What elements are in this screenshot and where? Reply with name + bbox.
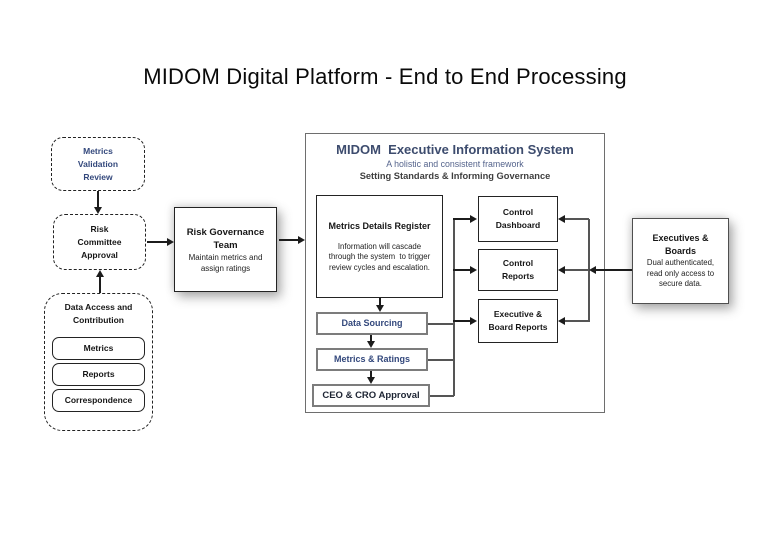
node-executive-board-reports: Executive & Board Reports bbox=[478, 299, 558, 343]
arrow-rca-to-rgt bbox=[147, 241, 168, 243]
arrowhead-left-icon bbox=[589, 266, 596, 274]
node-label-line: Reports bbox=[501, 271, 535, 281]
eis-title: MIDOM Executive Information System bbox=[336, 142, 574, 157]
node-data-sourcing: Data Sourcing bbox=[316, 312, 428, 335]
eis-header: MIDOM Executive Information System A hol… bbox=[306, 141, 604, 183]
arrowhead-right-icon bbox=[470, 215, 477, 223]
group-title-line: Data Access and bbox=[64, 302, 133, 312]
arrowhead-down-icon bbox=[376, 305, 384, 312]
node-label: CEO & CRO Approval bbox=[322, 390, 420, 401]
node-label: Correspondence bbox=[64, 395, 133, 405]
arrowhead-left-icon bbox=[558, 266, 565, 274]
node-body: Information will cascade through the sys… bbox=[328, 241, 431, 272]
branch-bus-to-board-reports bbox=[565, 320, 589, 322]
node-metrics-validation-review: Metrics Validation Review bbox=[51, 137, 145, 191]
node-title-line: Risk Governance bbox=[186, 226, 265, 238]
branch-bus-to-control-dashboard bbox=[565, 218, 589, 220]
arrowhead-down-icon bbox=[367, 377, 375, 384]
node-label: Metrics & Ratings bbox=[333, 354, 411, 364]
arrow-bus-to-control-reports bbox=[453, 269, 472, 271]
eis-tagline: Setting Standards & Informing Governance bbox=[359, 171, 551, 181]
arrow-bus-to-board-reports bbox=[453, 320, 472, 322]
arrowhead-right-icon bbox=[167, 238, 174, 246]
feeder-datasourcing-to-bus bbox=[428, 323, 454, 325]
arrow-executives-to-bus bbox=[596, 269, 632, 271]
node-title-line: Executives & bbox=[652, 233, 709, 244]
feeder-metricsratings-to-bus bbox=[428, 359, 454, 361]
node-label-line: Metrics bbox=[83, 145, 113, 156]
branch-bus-to-control-reports bbox=[565, 269, 589, 271]
arrowhead-right-icon bbox=[298, 236, 305, 244]
arrow-rgt-to-eis bbox=[279, 239, 299, 241]
node-label-line: Executive & bbox=[493, 309, 543, 319]
node-ceo-cro-approval: CEO & CRO Approval bbox=[312, 384, 430, 407]
arrow-mdr-to-datasourcing bbox=[379, 298, 381, 307]
node-label: Metrics bbox=[83, 343, 114, 353]
node-control-reports: Control Reports bbox=[478, 249, 558, 291]
node-reports: Reports bbox=[52, 363, 145, 386]
node-executives-boards: Executives & Boards Dual authenticated, … bbox=[632, 218, 729, 304]
node-title-line: Boards bbox=[664, 246, 696, 257]
arrow-dac-to-rca bbox=[99, 274, 101, 293]
arrowhead-right-icon bbox=[470, 317, 477, 325]
node-label-line: Board Reports bbox=[488, 322, 548, 332]
arrow-metricsratings-to-ceo bbox=[370, 371, 372, 379]
node-label-line: Risk bbox=[90, 223, 109, 234]
node-label-line: Committee bbox=[77, 236, 122, 247]
node-title-line: Team bbox=[213, 239, 238, 251]
node-label: Reports bbox=[82, 369, 115, 379]
node-body: Dual authenticated, read only access to … bbox=[646, 258, 715, 289]
bus-left-vertical bbox=[453, 219, 455, 396]
node-label-line: Review bbox=[83, 171, 113, 182]
node-label: Data Sourcing bbox=[341, 318, 403, 328]
node-label-line: Validation bbox=[77, 158, 119, 169]
arrowhead-down-icon bbox=[367, 341, 375, 348]
node-risk-governance-team: Risk Governance Team Maintain metrics an… bbox=[174, 207, 277, 292]
node-title: Metrics Details Register bbox=[328, 220, 431, 231]
group-title-line: Contribution bbox=[73, 315, 124, 325]
arrowhead-down-icon bbox=[94, 207, 102, 214]
arrow-mvr-to-rca bbox=[97, 191, 99, 209]
arrowhead-left-icon bbox=[558, 215, 565, 223]
node-label-line: Control bbox=[502, 207, 534, 217]
node-label-line: Dashboard bbox=[495, 220, 541, 230]
node-subtitle: Maintain metrics and assign ratings bbox=[188, 252, 263, 273]
page-title: MIDOM Digital Platform - End to End Proc… bbox=[143, 64, 627, 89]
arrow-datasourcing-to-metricsratings bbox=[370, 335, 372, 343]
node-control-dashboard: Control Dashboard bbox=[478, 196, 558, 242]
node-metrics-ratings: Metrics & Ratings bbox=[316, 348, 428, 371]
feeder-ceo-to-bus bbox=[430, 395, 454, 397]
node-correspondence: Correspondence bbox=[52, 389, 145, 412]
node-label-line: Approval bbox=[81, 249, 118, 260]
eis-subtitle: A holistic and consistent framework bbox=[386, 159, 524, 169]
node-label-line: Control bbox=[502, 258, 534, 268]
arrowhead-left-icon bbox=[558, 317, 565, 325]
arrowhead-right-icon bbox=[470, 266, 477, 274]
node-metrics: Metrics bbox=[52, 337, 145, 360]
node-risk-committee-approval: Risk Committee Approval bbox=[53, 214, 146, 270]
arrowhead-up-icon bbox=[96, 270, 104, 277]
node-metrics-details-register: Metrics Details Register Information wil… bbox=[316, 195, 443, 298]
arrow-bus-to-control-dashboard bbox=[453, 218, 472, 220]
